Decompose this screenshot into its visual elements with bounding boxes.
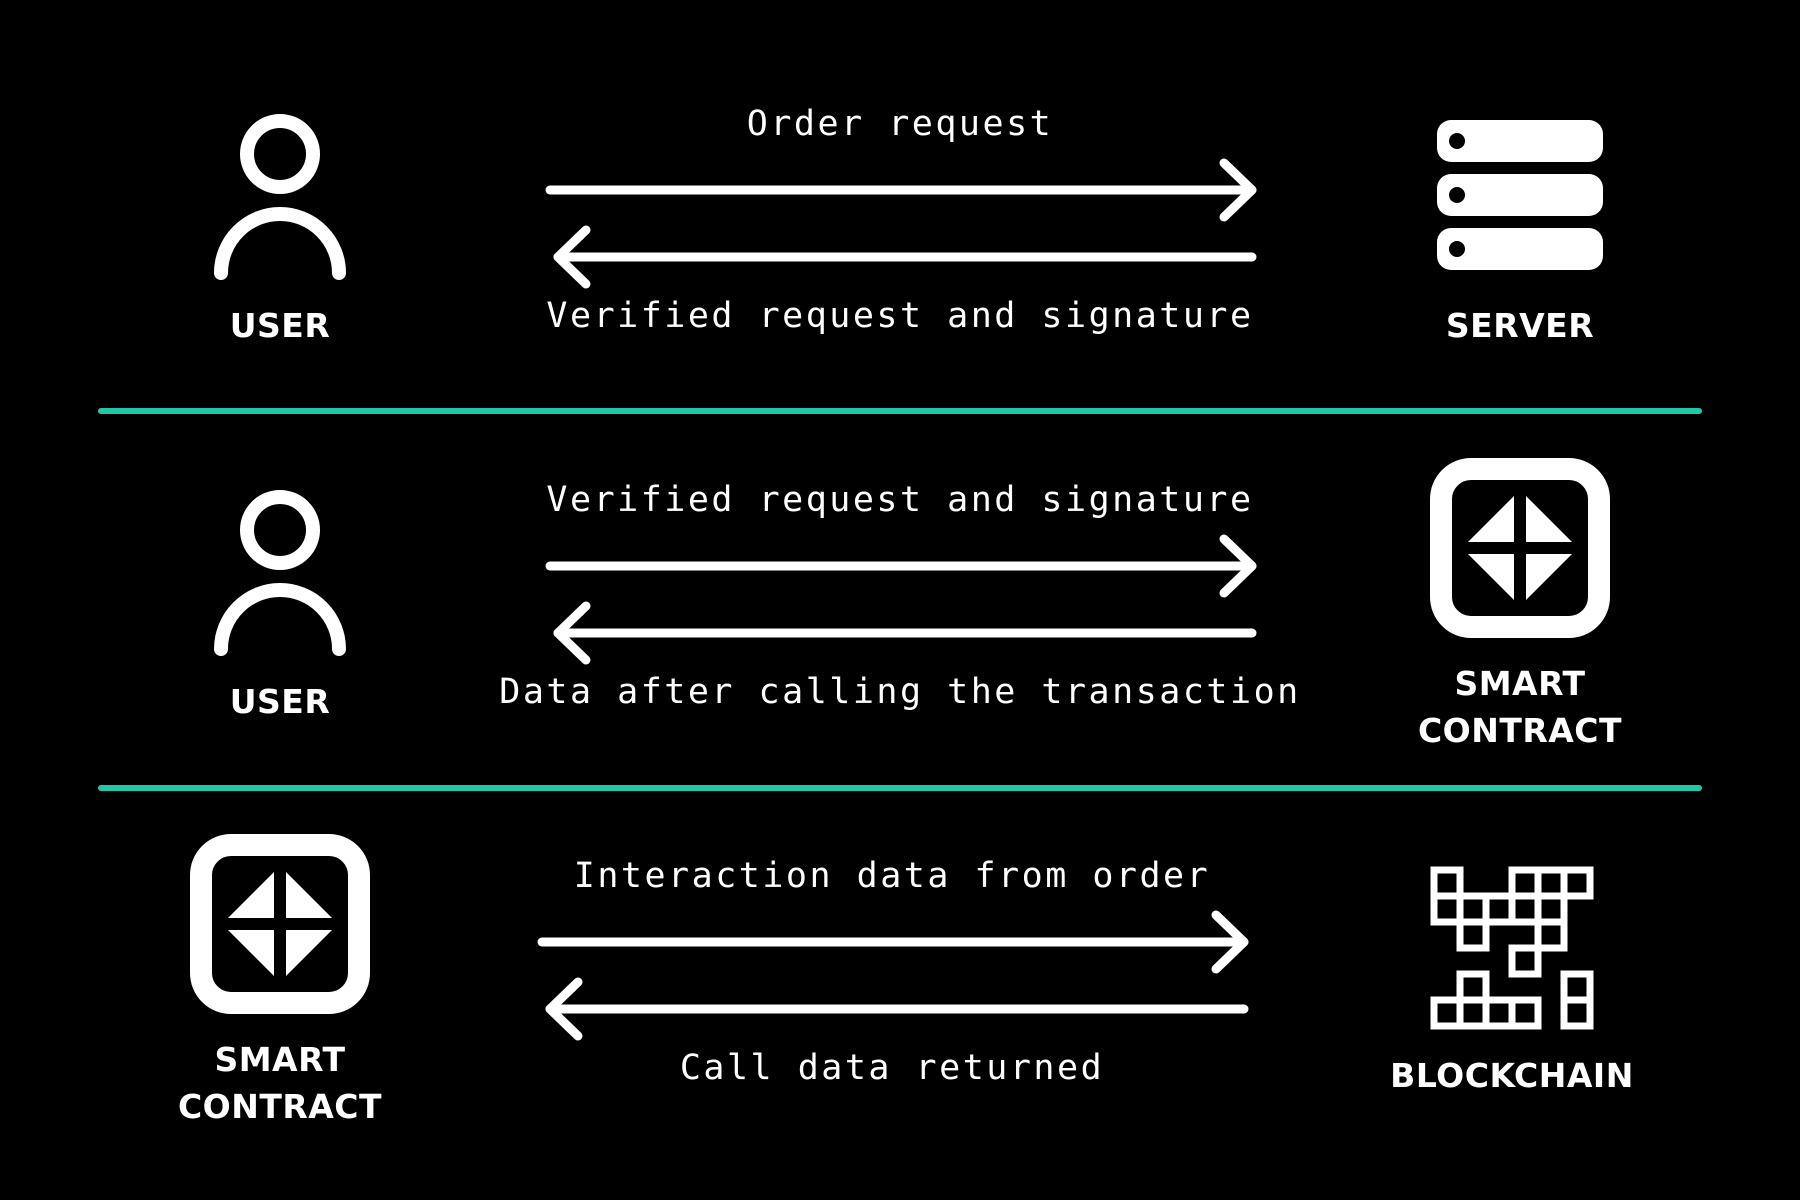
node-label: BLOCKCHAIN [1390,1056,1634,1095]
blockchain-node: BLOCKCHAIN [1352,866,1672,1099]
blockchain-icon [1430,866,1594,1030]
server-icon [1437,120,1603,270]
user-icon [214,490,346,656]
node-label: SMART CONTRACT [177,1040,383,1126]
flow-row-smart-contract-blockchain: SMART CONTRACT Interaction data from ord… [0,752,1800,1128]
request-message: Order request [746,104,1054,144]
node-label: SMART CONTRACT [1417,664,1623,750]
user-node: USER [120,486,440,725]
user-node: USER [120,110,440,349]
left-arrow-icon [545,977,1249,1041]
left-arrow-icon [553,601,1257,665]
server-node: SERVER [1360,118,1680,349]
smart-contract-node: SMART CONTRACT [120,834,440,1130]
flow-row-user-smart-contract: USER Verified request and signature Data… [0,376,1800,752]
node-label: USER [229,306,331,345]
request-message: Interaction data from order [573,856,1211,896]
user-icon [214,114,346,280]
response-message: Data after calling the transaction [499,672,1301,712]
right-arrow-icon [537,910,1249,974]
node-label: SERVER [1445,306,1595,345]
row-divider [98,785,1702,791]
right-arrow-icon [545,534,1257,598]
response-message: Verified request and signature [546,296,1254,336]
smart-contract-icon [190,834,370,1014]
right-arrow-icon [545,158,1257,222]
row-divider [98,408,1702,414]
node-label: USER [229,682,331,721]
smart-contract-node: SMART CONTRACT [1360,458,1680,754]
response-message: Call data returned [679,1048,1105,1088]
flow-row-user-server: USER Order request Verified request and … [0,0,1800,376]
smart-contract-icon [1430,458,1610,638]
left-arrow-icon [553,225,1257,289]
request-message: Verified request and signature [546,480,1254,520]
